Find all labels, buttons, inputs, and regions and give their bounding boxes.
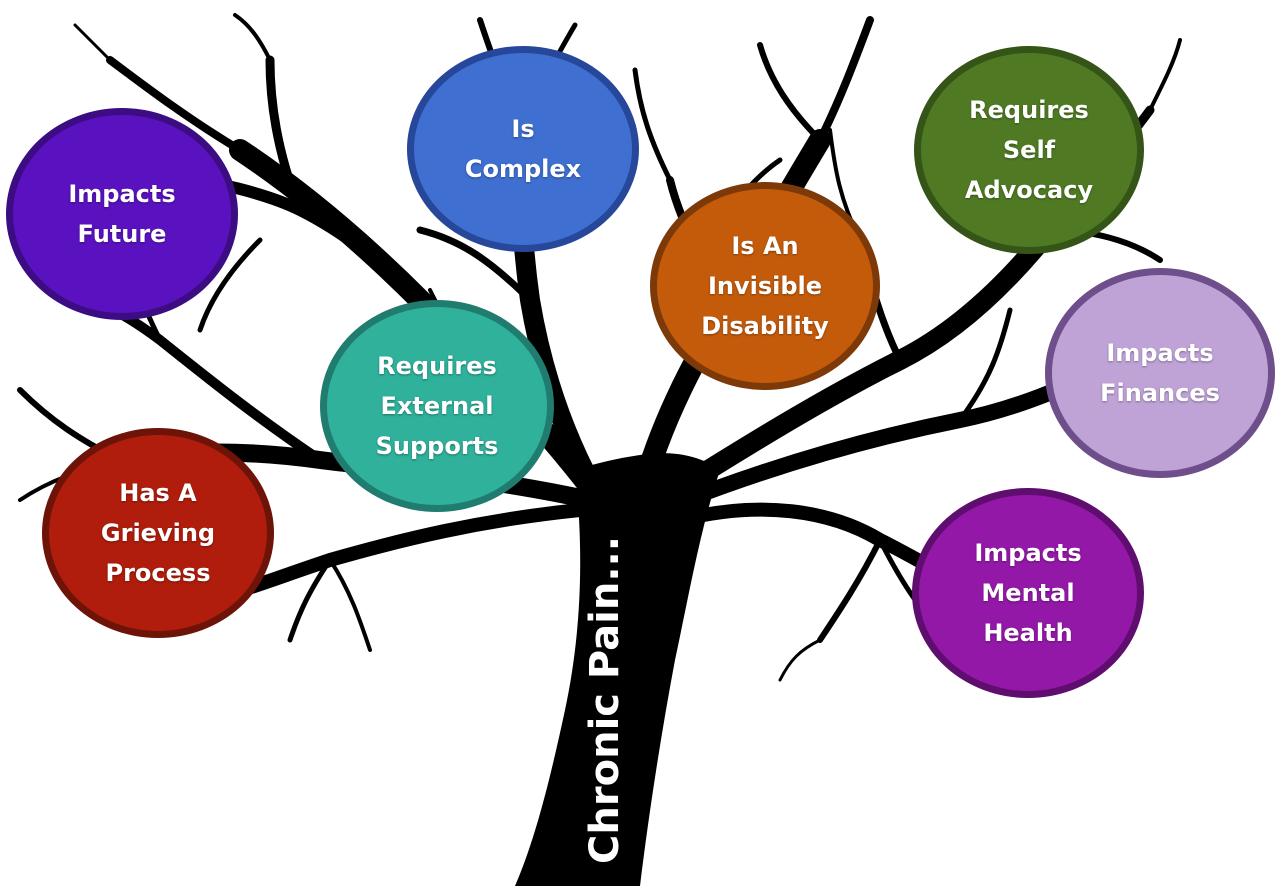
bubble-label: Impacts Future — [68, 180, 176, 248]
tree-branch — [287, 557, 333, 643]
tree-branch — [757, 42, 823, 143]
tree-branch — [265, 55, 305, 215]
tree-branch — [197, 237, 263, 333]
bubble-impacts-finances: Impacts Finances — [1045, 268, 1275, 478]
tree-branch — [328, 558, 372, 652]
bubble-label: Has A Grieving Process — [100, 479, 216, 587]
bubble-label: Is An Invisible Disability — [701, 232, 829, 340]
tree-branch — [817, 537, 883, 643]
bubble-grieving-process: Has A Grieving Process — [42, 428, 274, 638]
bubble-mental-health: Impacts Mental Health — [912, 488, 1144, 698]
tree-branch — [73, 23, 112, 62]
tree-branch — [106, 56, 244, 154]
tree-branch — [816, 16, 874, 144]
tree-trunk — [515, 453, 720, 886]
bubble-invisible-disability: Is An Invisible Disability — [650, 182, 880, 390]
bubble-label: Is Complex — [464, 115, 582, 183]
bubble-is-complex: Is Complex — [407, 46, 639, 252]
tree-branch — [778, 638, 822, 682]
bubble-label: Requires Self Advocacy — [964, 96, 1094, 204]
tree-branch — [233, 13, 272, 62]
bubble-external-supports: Requires External Supports — [320, 300, 554, 512]
trunk-label-text: Chronic Pain... — [582, 536, 628, 864]
bubble-impacts-future: Impacts Future — [6, 108, 238, 320]
tree-branch — [957, 307, 1013, 423]
bubble-label: Impacts Mental Health — [974, 539, 1082, 647]
bubble-label: Impacts Finances — [1100, 339, 1220, 407]
tree-branch — [632, 67, 673, 183]
bubble-label: Requires External Supports — [375, 352, 499, 460]
tree-branch — [416, 226, 534, 304]
bubble-self-advocacy: Requires Self Advocacy — [914, 46, 1144, 254]
tree-branch — [1148, 38, 1182, 112]
